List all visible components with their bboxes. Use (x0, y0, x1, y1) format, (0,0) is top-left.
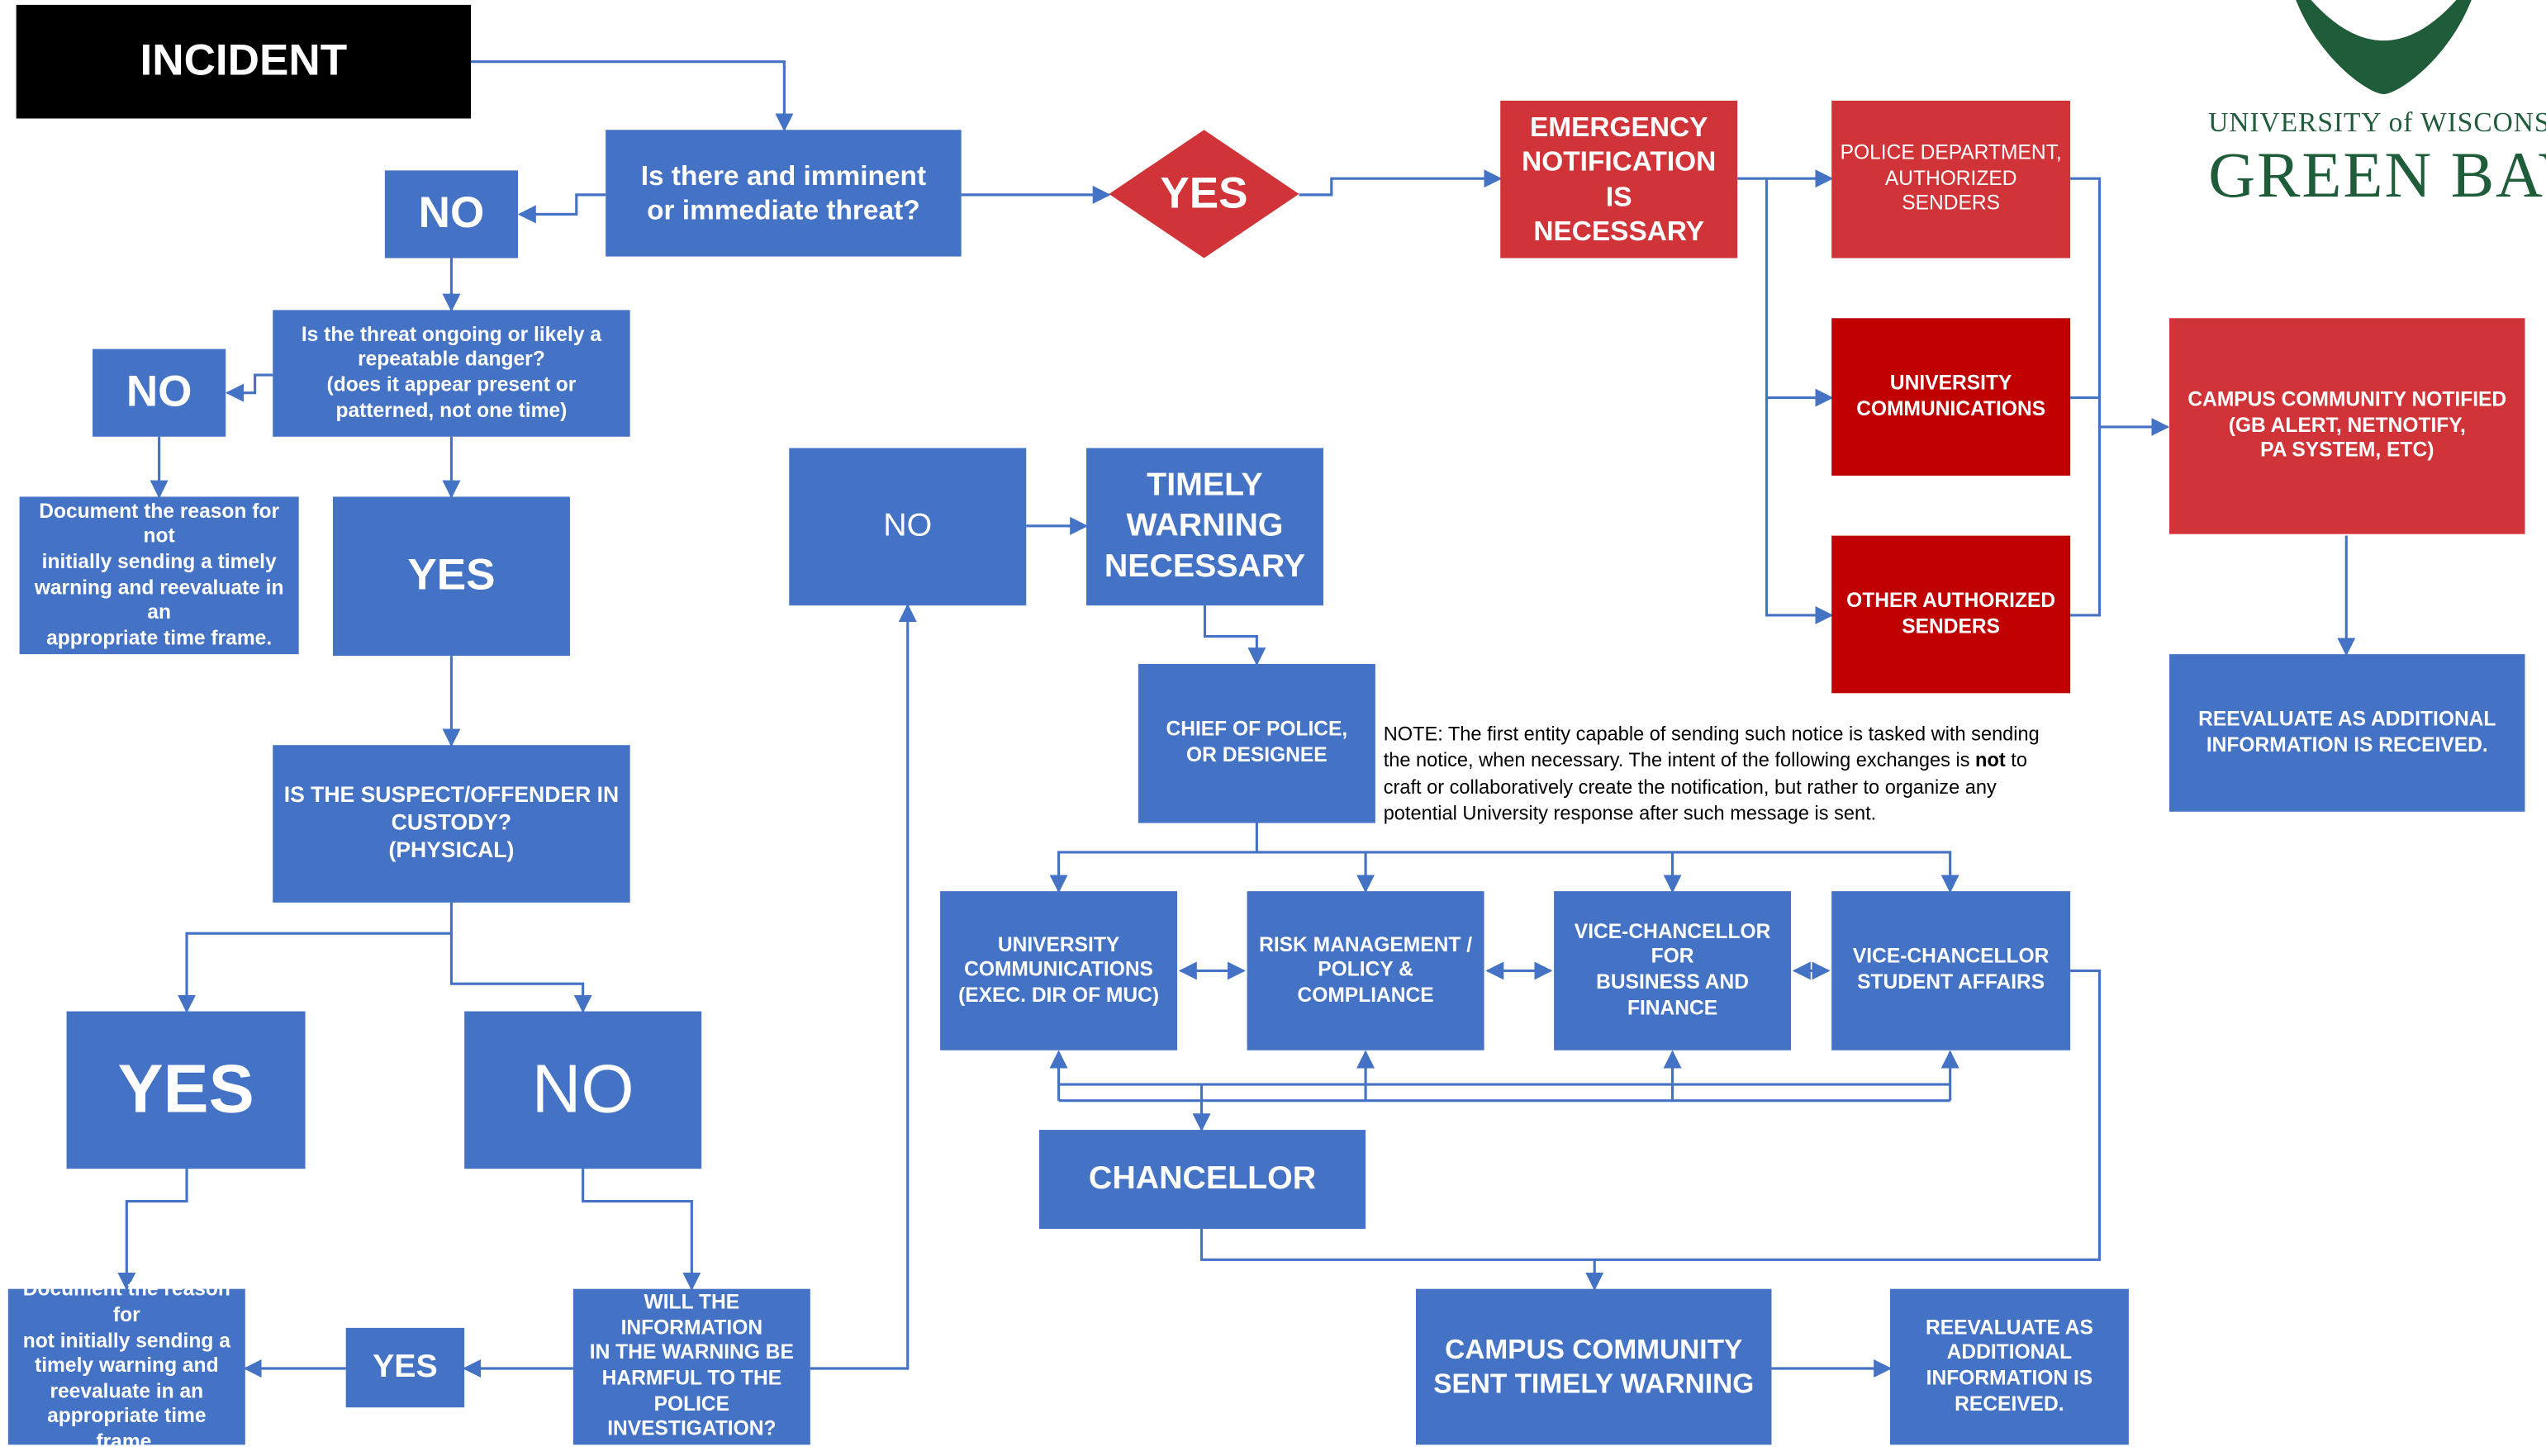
logo-green-bay-text: GREEN BAY (2208, 138, 2546, 211)
no-threat-box: NO (384, 170, 519, 258)
yes-harmful-box: YES (345, 1327, 465, 1408)
ongoing-threat-question-box: Is the threat ongoing or likely a repeat… (273, 310, 630, 437)
note-text-prefix: NOTE: The first entity capable of sendin… (1383, 722, 2040, 772)
no-harmful-box: NO (789, 448, 1027, 606)
reevaluate-bottom-box: REEVALUATE AS ADDITIONAL INFORMATION IS … (1889, 1288, 2129, 1445)
office-university-communications-box: UNIVERSITY COMMUNICATIONS (EXEC. DIR OF … (940, 891, 1178, 1051)
yes-ongoing-box: YES (332, 496, 570, 657)
threat-question-box: Is there and imminent or immediate threa… (606, 130, 962, 257)
office-risk-management-box: RISK MANAGEMENT / POLICY & COMPLIANCE (1247, 891, 1484, 1051)
harmful-investigation-question-box: WILL THE INFORMATION IN THE WARNING BE H… (572, 1288, 810, 1445)
yes-threat-label: YES (1160, 168, 1248, 217)
phoenix-emblem-icon (2296, 0, 2472, 95)
office-vc-student-affairs-box: VICE-CHANCELLOR STUDENT AFFAIRS (1831, 891, 2071, 1051)
emergency-notification-box: EMERGENCY NOTIFICATION IS NECESSARY (1500, 100, 1738, 258)
campus-community-sent-warning-box: CAMPUS COMMUNITY SENT TIMELY WARNING (1416, 1288, 1772, 1445)
no-custody-box: NO (464, 1011, 702, 1169)
note-text: NOTE: The first entity capable of sendin… (1384, 721, 2066, 827)
note-text-suffix: to craft or collaboratively create the n… (1383, 748, 2027, 825)
incident-box: INCIDENT (16, 4, 472, 119)
no-ongoing-box: NO (93, 349, 226, 437)
sender-police-box: POLICE DEPARTMENT, AUTHORIZED SENDERS (1831, 100, 2071, 258)
note-text-emphasis: not (1975, 748, 2006, 772)
suspect-custody-question-box: IS THE SUSPECT/OFFENDER IN CUSTODY? (PHY… (273, 745, 630, 903)
chief-of-police-box: CHIEF OF POLICE, OR DESIGNEE (1138, 663, 1375, 823)
sender-university-communications-box: UNIVERSITY COMMUNICATIONS (1831, 318, 2071, 476)
timely-warning-necessary-box: TIMELY WARNING NECESSARY (1085, 448, 1323, 606)
document-reason-bottom-box: Document the reason for not initially se… (7, 1278, 245, 1453)
sender-other-box: OTHER AUTHORIZED SENDERS (1831, 535, 2071, 694)
document-reason-top-box: Document the reason for not initially se… (19, 496, 299, 655)
uwgb-logo: UNIVERSITY of WISCONSIN GREEN BAY (2205, 0, 2546, 211)
chancellor-box: CHANCELLOR (1038, 1130, 1366, 1229)
office-vc-business-finance-box: VICE-CHANCELLOR FOR BUSINESS AND FINANCE (1554, 891, 1792, 1051)
yes-threat-diamond (1109, 130, 1299, 258)
logo-university-text: UNIVERSITY of WISCONSIN (2208, 107, 2546, 139)
campus-community-notified-box: CAMPUS COMMUNITY NOTIFIED (GB ALERT, NET… (2169, 318, 2525, 534)
reevaluate-right-box: REEVALUATE AS ADDITIONAL INFORMATION IS … (2169, 654, 2525, 812)
yes-custody-box: YES (66, 1011, 306, 1169)
